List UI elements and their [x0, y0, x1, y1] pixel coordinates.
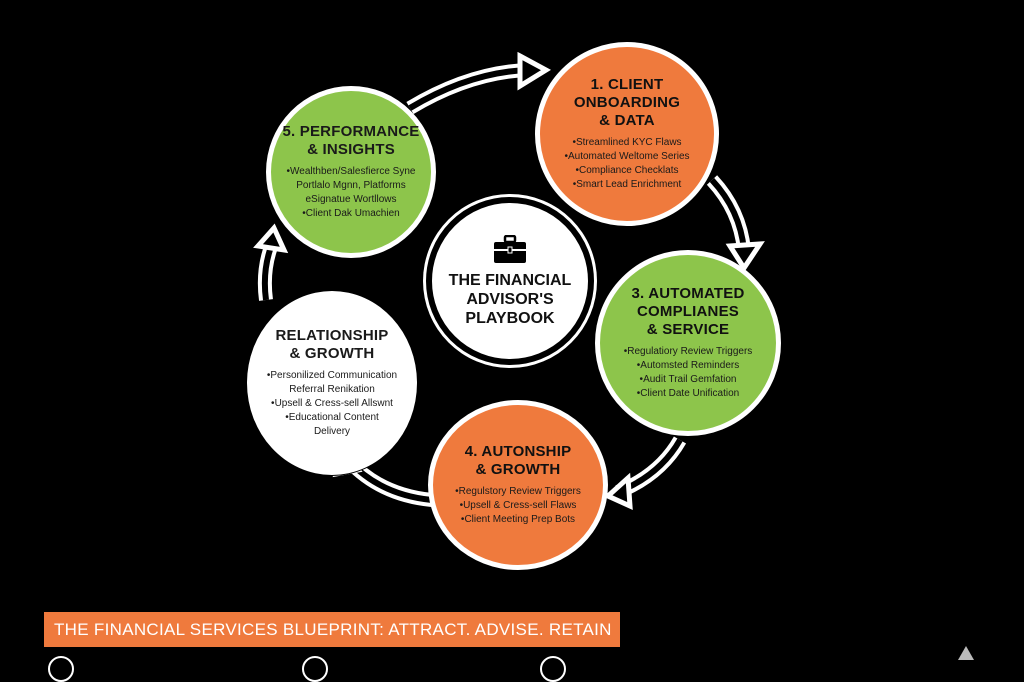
list-item: Automated Weltome Series	[564, 150, 690, 164]
list-item: Automsted Reminders	[624, 359, 753, 373]
arrowhead-top	[517, 51, 552, 91]
list-item: Delivery	[313, 426, 351, 437]
node-client-onboarding: 1. CLIENT ONBOARDING & DATA Streamlined …	[535, 42, 719, 226]
list-item: Portlalo Mgnn, Platforms	[296, 180, 406, 191]
list-item: Regulatiory Review Triggers	[624, 345, 752, 359]
list-item: Compliance Checklats	[564, 164, 689, 178]
footer-banner: THE FINANCIAL SERVICES BLUEPRINT: ATTRAC…	[44, 612, 620, 647]
node-relationship-growth: RELATIONSHIP & GROWTH Personilized Commu…	[246, 290, 418, 476]
list-item: eSignatue Wortllows	[305, 194, 397, 205]
arrow-5-to-1	[406, 63, 529, 115]
node-title: RELATIONSHIP & GROWTH	[275, 327, 389, 362]
node-items: Wealthben/Salesfierce Syne Portlalo Mgnn…	[287, 165, 416, 221]
center-hub: THE FINANCIAL ADVISOR'S PLAYBOOK	[426, 197, 594, 365]
node-items: Personilized Communication Referral Reni…	[267, 369, 397, 439]
list-item: Regulstory Review Triggers	[455, 485, 581, 499]
arrowhead-left	[253, 223, 289, 254]
node-title: 4. AUTONSHIP & GROWTH	[464, 443, 572, 478]
node-automated-compliance: 3. AUTOMATED COMPLIANES & SERVICE Regula…	[595, 250, 781, 436]
list-item: Upsell & Cress-sell Flaws	[455, 499, 581, 513]
briefcase-icon	[494, 234, 526, 263]
node-title: 1. CLIENT ONBOARDING & DATA	[573, 76, 681, 129]
list-item: Personilized Communication	[267, 369, 397, 383]
list-item: Streamlined KYC Flaws	[564, 136, 689, 150]
node-title: 5. PERFORMANCE & INSIGHTS	[282, 123, 420, 158]
list-item: Wealthben/Salesfierce Syne	[287, 165, 415, 179]
list-item: Client Date Unification	[624, 387, 753, 401]
triangle-icon	[958, 646, 974, 660]
arrow-1-to-3	[706, 175, 751, 251]
list-item: Audit Trail Gemfation	[624, 373, 753, 387]
hub-title: THE FINANCIAL ADVISOR'S PLAYBOOK	[448, 271, 572, 327]
node-items: Streamlined KYC Flaws Automated Weltome …	[564, 136, 690, 192]
node-items: Regulatiory Review Triggers Automsted Re…	[624, 345, 753, 401]
list-item: Upsell & Cress-sell Allswnt	[267, 397, 397, 411]
list-item: Client Dak Umachien	[287, 207, 416, 221]
list-item: Client Meeting Prep Bots	[455, 513, 581, 527]
list-item: Smart Lead Enrichment	[564, 178, 689, 192]
list-item: Referral Renikation	[289, 384, 375, 395]
node-title: 3. AUTOMATED COMPLIANES & SERVICE	[631, 285, 745, 338]
list-item: Educational Content	[267, 411, 397, 425]
arrowhead-lower-right	[603, 472, 633, 511]
node-performance-insights: 5. PERFORMANCE & INSIGHTS Wealthben/Sale…	[266, 86, 436, 258]
arrowhead-right	[725, 241, 765, 273]
node-items: Regulstory Review Triggers Upsell & Cres…	[455, 485, 581, 527]
node-autonship-growth: 4. AUTONSHIP & GROWTH Regulstory Review …	[428, 400, 608, 570]
